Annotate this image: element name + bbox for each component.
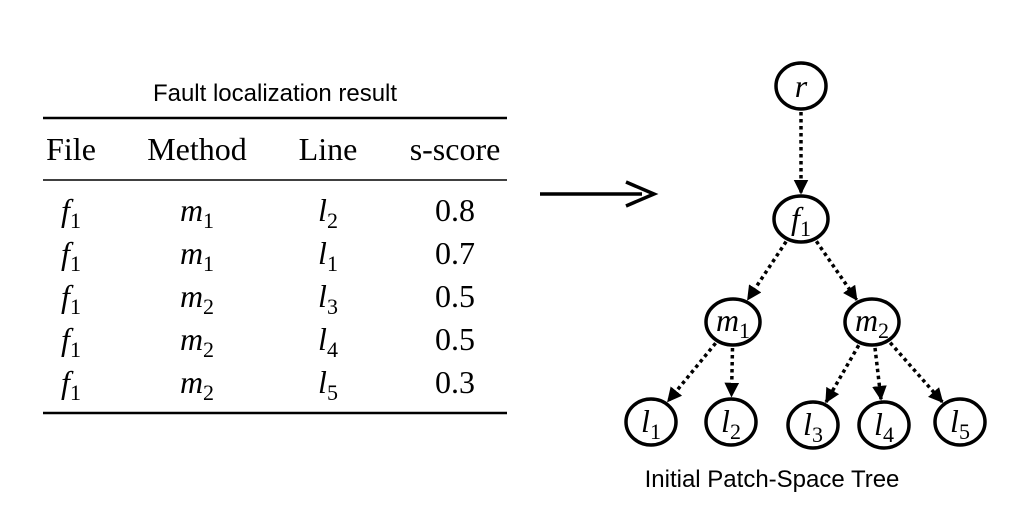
tree-node-l2: l2 <box>704 397 758 447</box>
header-file: File <box>46 131 96 167</box>
table-row: f1 m2 l5 0.3 <box>61 364 475 405</box>
cell-file: f1 <box>61 235 81 276</box>
tree-edge-f1-m2 <box>814 240 859 301</box>
transform-arrow <box>540 180 659 208</box>
cell-method: m2 <box>180 321 214 362</box>
tree-node-r: r <box>774 61 828 111</box>
tree-caption: Initial Patch-Space Tree <box>645 466 900 493</box>
svg-text:l1: l1 <box>641 403 661 444</box>
tree-node-f1: f1 <box>772 194 830 244</box>
svg-text:r: r <box>795 68 808 104</box>
svg-text:m1: m1 <box>716 302 750 343</box>
table-header-row: File Method Line s-score <box>46 131 500 167</box>
svg-text:l4: l4 <box>874 406 894 447</box>
tree-node-l4: l4 <box>857 400 911 450</box>
cell-line: l2 <box>318 192 338 233</box>
svg-text:l3: l3 <box>803 406 823 447</box>
svg-text:m2: m2 <box>855 302 889 343</box>
tree-node-l3: l3 <box>786 400 840 450</box>
cell-score: 0.5 <box>435 321 475 357</box>
tree-edge-m1-l2 <box>724 347 740 398</box>
cell-method: m1 <box>180 235 214 276</box>
cell-method: m2 <box>180 364 214 405</box>
cell-score: 0.5 <box>435 278 475 314</box>
tree-edge-m2-l5 <box>888 341 944 404</box>
cell-file: f1 <box>61 192 81 233</box>
header-method: Method <box>147 131 247 167</box>
cell-method: m2 <box>180 278 214 319</box>
cell-file: f1 <box>61 364 81 405</box>
cell-score: 0.7 <box>435 235 475 271</box>
cell-method: m1 <box>180 192 214 233</box>
cell-line: l1 <box>318 235 338 276</box>
table-row: f1 m2 l4 0.5 <box>61 321 475 362</box>
table-body: f1 m1 l2 0.8 f1 m1 l1 0.7 f1 m2 l3 0.5 f… <box>61 192 475 405</box>
tree-edge-m2-l4 <box>872 347 887 401</box>
table-row: f1 m2 l3 0.5 <box>61 278 475 319</box>
patch-space-tree: r f1 m1 m2 l1 l2 l3 l4 <box>624 61 987 493</box>
tree-edge-m1-l1 <box>666 342 717 403</box>
cell-line: l3 <box>318 278 338 319</box>
table-row: f1 m1 l1 0.7 <box>61 235 475 276</box>
cell-line: l5 <box>318 364 338 405</box>
tree-node-m1: m1 <box>704 297 762 347</box>
fault-localization-table: Fault localization result File Method Li… <box>43 80 507 415</box>
tree-node-l1: l1 <box>624 397 678 447</box>
header-s-score: s-score <box>410 131 501 167</box>
tree-edges <box>666 112 944 404</box>
header-line: Line <box>299 131 358 167</box>
svg-text:l2: l2 <box>721 403 741 444</box>
tree-edge-m2-l3 <box>824 344 861 404</box>
tree-node-m2: m2 <box>843 297 901 347</box>
tree-node-l5: l5 <box>933 397 987 447</box>
tree-edge-f1-m1 <box>746 240 788 301</box>
svg-text:l5: l5 <box>950 403 970 444</box>
cell-score: 0.8 <box>435 192 475 228</box>
cell-file: f1 <box>61 321 81 362</box>
table-row: f1 m1 l2 0.8 <box>61 192 475 233</box>
table-title: Fault localization result <box>153 80 397 107</box>
cell-file: f1 <box>61 278 81 319</box>
cell-line: l4 <box>318 321 338 362</box>
cell-score: 0.3 <box>435 364 475 400</box>
